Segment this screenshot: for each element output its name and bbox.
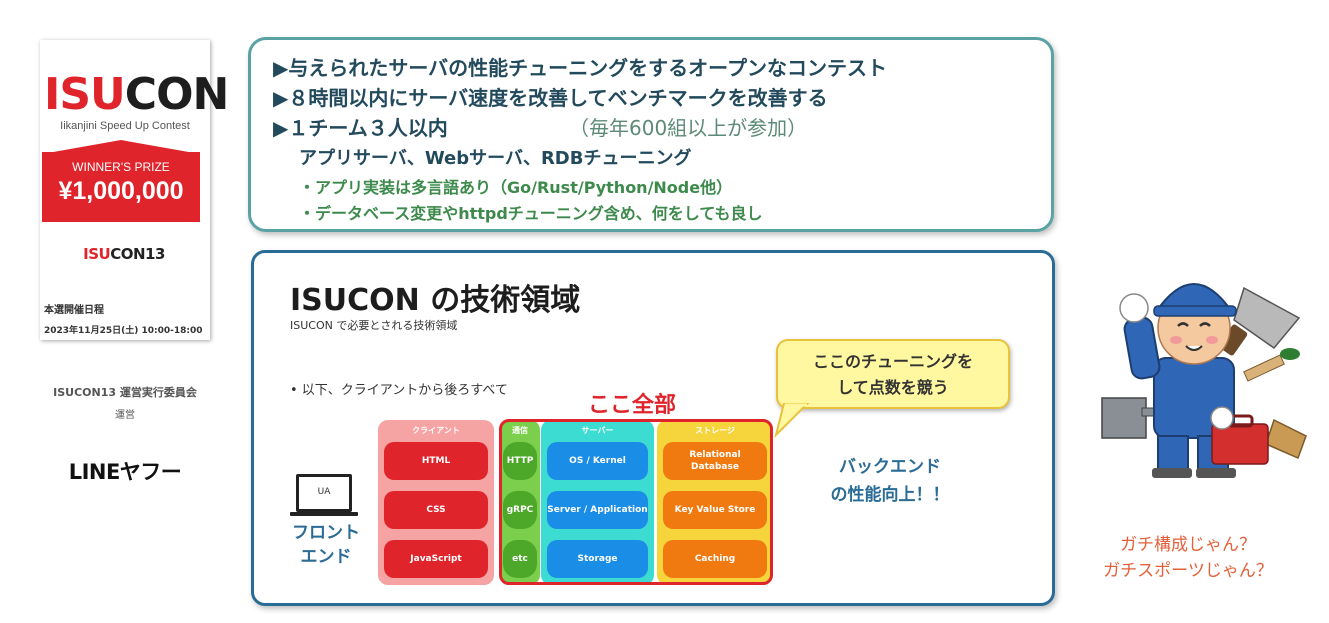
tech-title: ISUCON の技術領域 xyxy=(290,283,581,318)
logo-subtitle: Iikanjini Speed Up Contest xyxy=(60,120,190,132)
info-line-3-note: （毎年600組以上が参加） xyxy=(569,116,808,140)
client-item-javascript: JavaScript xyxy=(384,540,488,578)
caption-text: ガチ構成じゃん？ ガチスポーツじゃん？ xyxy=(1103,535,1273,581)
client-item-css: CSS xyxy=(384,491,488,529)
server-item-os: OS / Kernel xyxy=(547,442,648,480)
laptop-base xyxy=(290,512,358,516)
operation-label: 運営 xyxy=(115,410,135,421)
backend-highlight-frame xyxy=(499,419,773,585)
callout-bubble: ここのチューニングを して点数を競う xyxy=(776,339,1010,409)
comm-item-grpc: gRPC xyxy=(503,491,537,529)
laptop-icon: UA xyxy=(296,474,352,512)
server-header: サーバー xyxy=(581,426,614,435)
toolbox-icon xyxy=(1210,406,1269,465)
prize-amount: ¥1,000,000 xyxy=(58,177,184,205)
sponsor-logo: LINEヤフー xyxy=(68,460,182,484)
comm-item-etc: etc xyxy=(503,540,537,578)
worker-illustration xyxy=(1101,283,1307,478)
server-column: サーバー OS / Kernel Server / Application St… xyxy=(541,420,654,585)
storage-item-rdb: Relational Database xyxy=(663,442,767,480)
storage-header: ストレージ xyxy=(695,426,735,435)
comm-item-http: HTTP xyxy=(503,442,537,480)
prize-roof xyxy=(42,140,200,154)
contest-info-box: ▶与えられたサーバの性能チューニングをするオープンなコンテスト ▶８時間以内にサ… xyxy=(248,37,1054,232)
client-header: クライアント xyxy=(412,426,460,435)
paintbrush-icon xyxy=(1243,348,1300,382)
callout-tail xyxy=(774,403,810,439)
tech-domain-box: ISUCON の技術領域 ISUCON で必要とされる技術領域 • 以下、クライ… xyxy=(251,250,1055,606)
server-item-storage: Storage xyxy=(547,540,648,578)
storage-item-kvs: Key Value Store xyxy=(663,491,767,529)
here-all-label: ここ全部 xyxy=(588,393,677,418)
saw-icon xyxy=(1218,286,1301,356)
committee-name: ISUCON13 運営実行委員会 xyxy=(53,386,197,399)
callout-text: ここのチューニングを して点数を競う xyxy=(812,352,973,397)
comm-column: 通信 HTTP gRPC etc xyxy=(500,420,540,585)
info-line-2: ▶８時間以内にサーバ速度を改善してベンチマークを改善する xyxy=(273,86,828,110)
info-line-3: ▶１チーム３人以内 xyxy=(273,116,448,140)
backend-label: バックエンド の性能向上！！ xyxy=(830,457,950,505)
comm-header: 通信 xyxy=(512,426,528,435)
tech-subtitle: ISUCON で必要とされる技術領域 xyxy=(290,319,458,332)
info-line-4: アプリサーバ、Webサーバ、RDBチューニング xyxy=(299,148,692,169)
client-column: クライアント HTML CSS JavaScript xyxy=(378,420,494,585)
server-item-app: Server / Application xyxy=(547,491,648,529)
isucon-logo: ISUCON xyxy=(44,69,229,120)
ua-label: UA xyxy=(317,487,331,497)
isucon-poster: ISUCON Iikanjini Speed Up Contest WINNER… xyxy=(40,40,229,340)
storage-column: ストレージ Relational Database Key Value Stor… xyxy=(657,420,773,585)
client-item-html: HTML xyxy=(384,442,488,480)
prize-title: WINNER'S PRIZE xyxy=(72,160,170,174)
schedule-label: 本選開催日程 xyxy=(44,305,104,316)
info-line-5: ・アプリ実装は多言語あり（Go/Rust/Python/Node他） xyxy=(299,178,733,197)
tech-bullet: • 以下、クライアントから後ろすべて xyxy=(290,383,508,398)
info-line-1: ▶与えられたサーバの性能チューニングをするオープンなコンテスト xyxy=(273,56,887,80)
info-line-6: ・データベース変更やhttpdチューニング含め、何をしても良し xyxy=(299,204,763,223)
isucon13-logo: ISUCON13 xyxy=(83,245,165,263)
prize-banner: WINNER'S PRIZE ¥1,000,000 xyxy=(42,152,200,222)
frontend-label: フロント エンド xyxy=(292,523,360,567)
schedule-date: 2023年11月25日(土) 10:00-18:00 xyxy=(44,326,203,336)
storage-item-caching: Caching xyxy=(663,540,767,578)
